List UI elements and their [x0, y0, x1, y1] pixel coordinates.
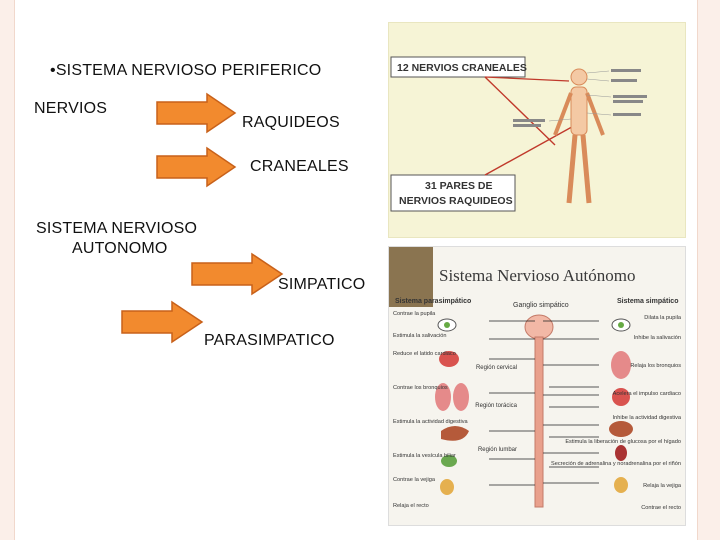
autonomo-label-line1: SISTEMA NERVIOSO [36, 220, 198, 237]
left-label-6: Estimula la vesícula biliar [393, 453, 456, 459]
right-label-4: Acelera el impulso cardiaco [613, 391, 681, 397]
right-label-9: Contrae el recto [641, 505, 681, 511]
spinal-cord-icon [524, 314, 554, 508]
region-cervical: Región cervical [476, 365, 517, 371]
craneales-label: CRANEALES [250, 158, 349, 175]
spinal-nerves-label-2: NERVIOS RAQUIDEOS [399, 195, 513, 207]
right-label-3: Relaja los bronquios [630, 363, 681, 369]
right-label-5: Inhibe la actividad digestiva [613, 415, 682, 421]
parasympathetic-header: Sistema parasimpático [395, 298, 471, 305]
raquideos-label: RAQUIDEOS [242, 114, 340, 131]
right-label-1: Dilata la pupila [644, 315, 682, 321]
right-label-2: Inhibe la salivación [634, 335, 681, 341]
bullet-icon: • [50, 62, 56, 79]
autonomic-figure: Sistema Nervioso Autónomo Sistema parasi… [388, 246, 686, 526]
left-label-3: Reduce el latido cardiaco [393, 351, 456, 357]
arrow-right-icon [156, 146, 237, 188]
left-label-4: Contrae los bronquios [393, 385, 448, 391]
nerves-figure: 12 NERVIOS CRANEALES 31 PARES DE NERVIOS… [388, 22, 686, 238]
right-label-8: Relaja la vejiga [643, 483, 682, 489]
left-label-5: Estimula la actividad digestiva [393, 419, 469, 425]
left-label-2: Estimula la salivación [393, 333, 446, 339]
organ-icons-right [609, 318, 633, 493]
slide-left-border [0, 0, 15, 540]
spinal-nerves-label-1: 31 PARES DE [425, 180, 493, 192]
cranial-nerves-label: 12 NERVIOS CRANEALES [397, 62, 527, 74]
human-body-icon [553, 68, 605, 204]
right-label-7: Secreción de adrenalina y noradrenalina … [551, 461, 681, 467]
autonomic-title: Sistema Nervioso Autónomo [439, 266, 635, 285]
region-thoracic: Región torácica [475, 403, 517, 409]
simpatico-label: SIMPATICO [278, 276, 366, 293]
ganglion-header: Ganglio simpático [513, 302, 569, 309]
arrow-right-icon [121, 300, 204, 344]
parasimpatico-label: PARASIMPATICO [204, 332, 335, 349]
nervios-label: NERVIOS [34, 100, 108, 117]
left-label-1: Contrae la pupila [393, 311, 436, 317]
sympathetic-header: Sistema simpático [617, 298, 678, 305]
arrow-right-icon [156, 92, 237, 134]
left-label-7: Contrae la vejiga [393, 477, 436, 483]
region-lumbar: Región lumbar [478, 447, 517, 453]
title-text: SISTEMA NERVIOSO PERIFERICO [55, 62, 322, 79]
organ-icons-left [435, 318, 469, 495]
right-label-6: Estimula la liberación de glucosa por el… [565, 439, 681, 445]
bullet-title: •SISTEMA NERVIOSO PERIFERICO [50, 62, 321, 80]
autonomo-label-line2: AUTONOMO [72, 240, 168, 257]
slide-right-border [697, 0, 720, 540]
arrow-right-icon [191, 252, 284, 296]
left-label-8: Relaja el recto [393, 503, 429, 509]
